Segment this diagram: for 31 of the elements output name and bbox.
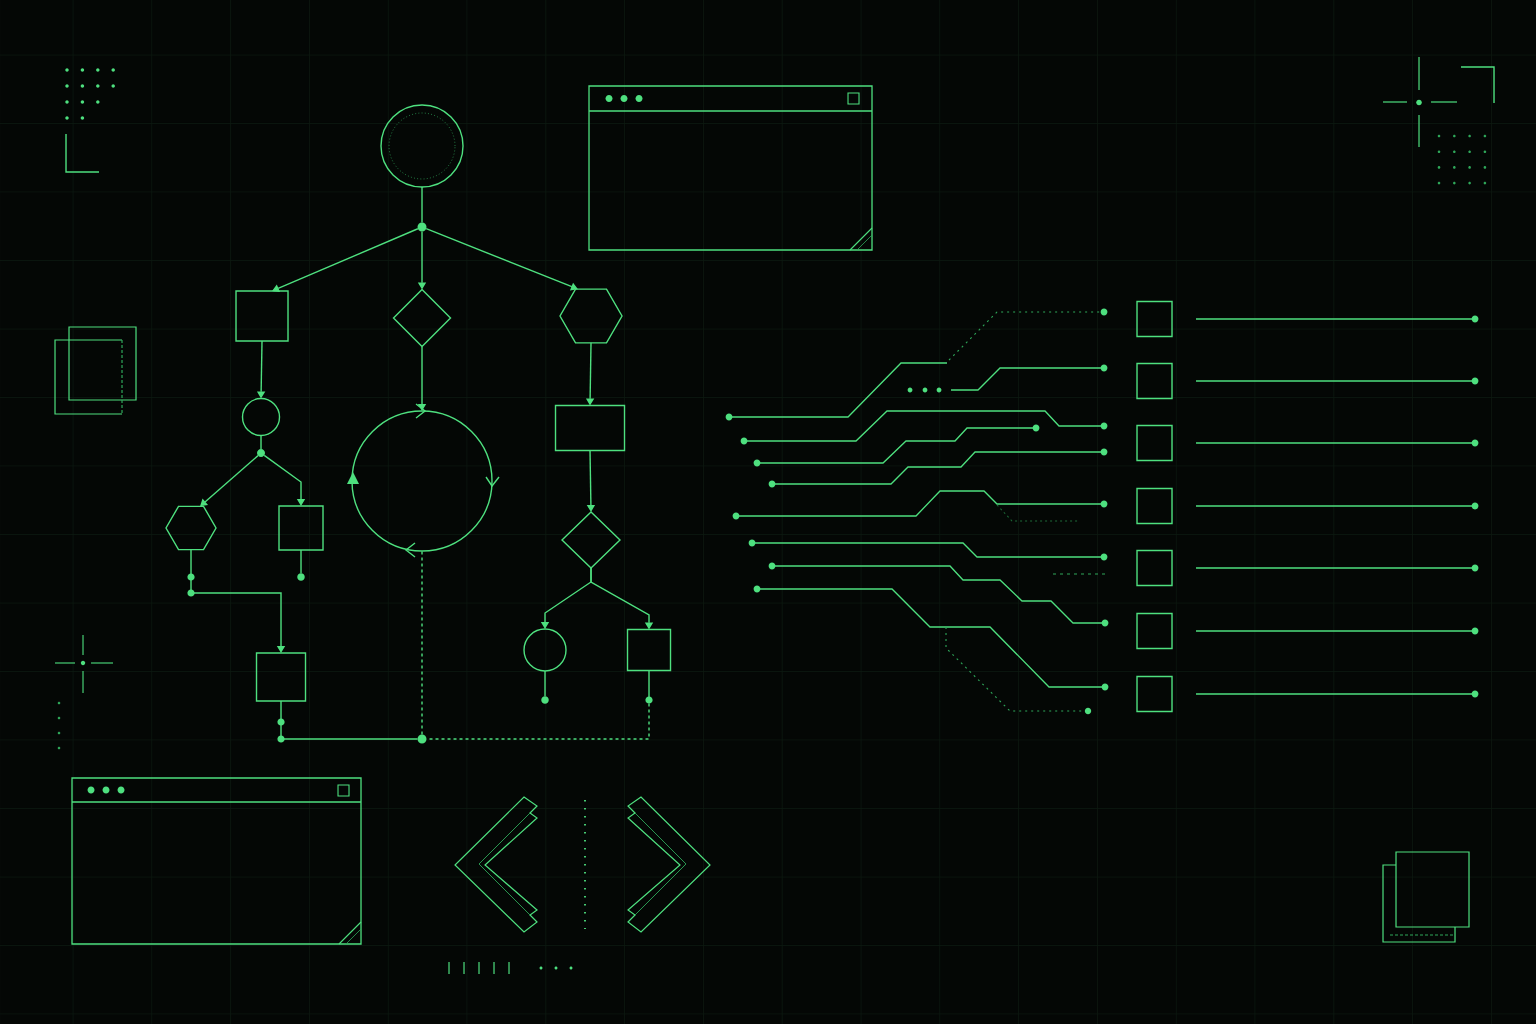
dashed-line: [421, 550, 423, 736]
arrow: [190, 548, 286, 653]
square-box: [1136, 362, 1173, 400]
square-box: [1136, 487, 1173, 525]
square-box: [1136, 549, 1173, 587]
hexagon-node: [559, 288, 623, 344]
connector-line: [280, 700, 419, 740]
arrow: [263, 454, 306, 506]
connector-line: [260, 434, 262, 450]
connector-line: [544, 670, 546, 697]
arrow: [425, 227, 578, 291]
arrow: [200, 454, 259, 507]
circle-node: [380, 104, 464, 188]
process-box: [278, 505, 324, 551]
square-box: [1136, 424, 1173, 462]
process-box: [235, 290, 289, 342]
connector-line: [421, 186, 423, 224]
cycle-ring: [347, 403, 500, 558]
square-box: [1136, 300, 1173, 338]
square-box: [1136, 675, 1173, 713]
hexagon-node: [165, 505, 217, 551]
arrow: [272, 228, 419, 293]
process-box: [554, 404, 626, 452]
connector-line: [300, 549, 302, 574]
process-box: [255, 652, 307, 702]
square-box: [1136, 612, 1173, 650]
circle-node: [241, 397, 281, 437]
process-box: [626, 628, 672, 672]
decision-diamond: [392, 288, 452, 348]
circle-node: [523, 628, 567, 672]
decision-diamond: [561, 511, 621, 569]
